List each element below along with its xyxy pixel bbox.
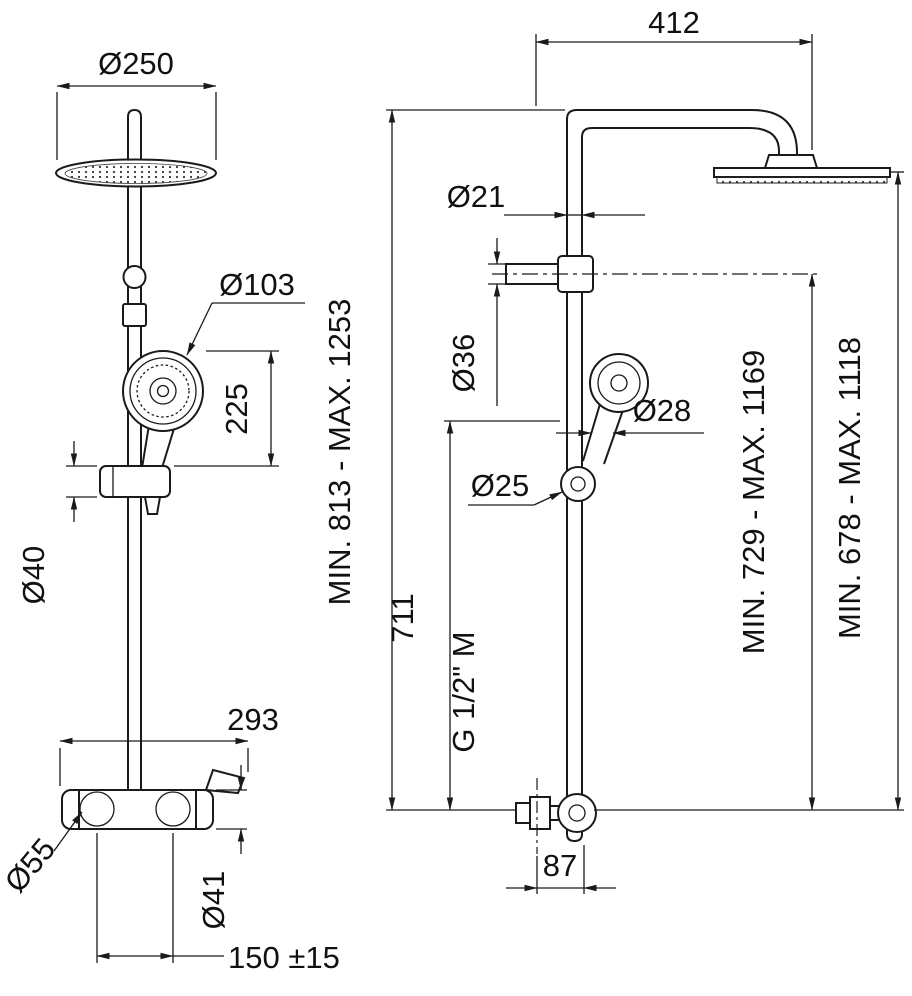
column-and-arm-outer — [566, 109, 798, 834]
wall-connection — [515, 802, 531, 824]
dim-inlet-spacing: 150 ±15 — [228, 940, 340, 975]
dim-bracket-height-group: MIN. 729 - MAX. 1169 — [736, 273, 816, 811]
dim-bracket-diameter-group: Ø36 — [446, 238, 506, 406]
dim-bracket-height: MIN. 729 - MAX. 1169 — [736, 350, 771, 654]
dim-handle-diameter-group: Ø41 — [196, 765, 247, 929]
dim-valve-offset: 87 — [543, 848, 577, 883]
handle-tail — [143, 496, 162, 515]
dim-slider-diameter: Ø40 — [16, 546, 51, 605]
dim-holder-diameter-group: Ø25 — [468, 468, 563, 506]
shower-head-plate — [713, 167, 891, 178]
pipe-end-cap — [566, 833, 583, 843]
dim-arm-length-group: 412 — [535, 5, 813, 150]
shower-head-face — [716, 176, 888, 184]
dim-handshower-length-group: 225 — [174, 350, 279, 467]
diverter-knob — [122, 265, 147, 289]
head-joint — [763, 154, 819, 169]
hand-shower-holder — [560, 466, 596, 502]
dim-handle-diameter: Ø41 — [196, 871, 231, 930]
dim-slider-diameter-group: Ø40 — [16, 441, 97, 604]
dim-head-diameter-group: Ø250 — [56, 46, 217, 160]
dim-head-diameter: Ø250 — [98, 46, 174, 81]
dim-valve-width-group: 293 — [59, 702, 279, 786]
column-and-arm-inner — [581, 127, 780, 834]
dim-handshower-head-diameter-group: Ø28 — [556, 393, 704, 437]
dim-handshower-diameter: Ø103 — [219, 267, 295, 302]
slider-bracket — [99, 465, 171, 498]
dim-bracket-diameter: Ø36 — [446, 334, 481, 393]
dim-handshower-length: 225 — [219, 383, 254, 435]
dim-thread: G 1/2" M — [446, 631, 481, 752]
hand-shower — [122, 350, 204, 432]
dim-arm-length: 412 — [648, 5, 700, 40]
front-view: Ø250 Ø103 225 Ø40 293 — [0, 46, 340, 975]
dim-valve-offset-group: 87 — [506, 845, 616, 894]
side-view: 412 Ø21 Ø36 Ø28 Ø25 — [322, 5, 904, 894]
dim-handshower-head-diameter: Ø28 — [633, 393, 692, 428]
rain-shower-face — [64, 163, 208, 184]
valve-knob-side — [557, 793, 597, 833]
connection-nut — [529, 796, 551, 830]
head-connector-stub — [127, 108, 142, 164]
hand-shower-handle — [142, 422, 176, 468]
hose-fitting — [122, 303, 147, 327]
dim-holder-diameter: Ø25 — [471, 468, 530, 503]
dim-handshower-diameter-group: Ø103 — [186, 267, 305, 356]
dim-inlet-spacing-group: 150 ±15 — [96, 833, 340, 975]
dim-head-height: MIN. 678 - MAX. 1118 — [832, 337, 867, 639]
dim-overall-height: MIN. 813 - MAX. 1253 — [322, 299, 357, 606]
dim-pipe-diameter-group: Ø21 — [447, 179, 645, 219]
dim-outlet-height: 711 — [385, 593, 420, 642]
dim-valve-body-diameter: Ø55 — [0, 832, 62, 899]
dim-overall-height-group: MIN. 813 - MAX. 1253 — [322, 109, 565, 811]
dim-valve-width: 293 — [227, 702, 279, 737]
hand-shower-handle-side — [583, 404, 623, 464]
dim-head-height-group: MIN. 678 - MAX. 1118 — [594, 171, 904, 811]
valve-inlet-left — [79, 791, 115, 827]
valve-inlet-right — [155, 791, 191, 827]
thermostatic-valve — [61, 789, 214, 830]
dim-outlet-height-group: 711 — [385, 420, 560, 811]
dim-pipe-diameter: Ø21 — [447, 179, 506, 214]
